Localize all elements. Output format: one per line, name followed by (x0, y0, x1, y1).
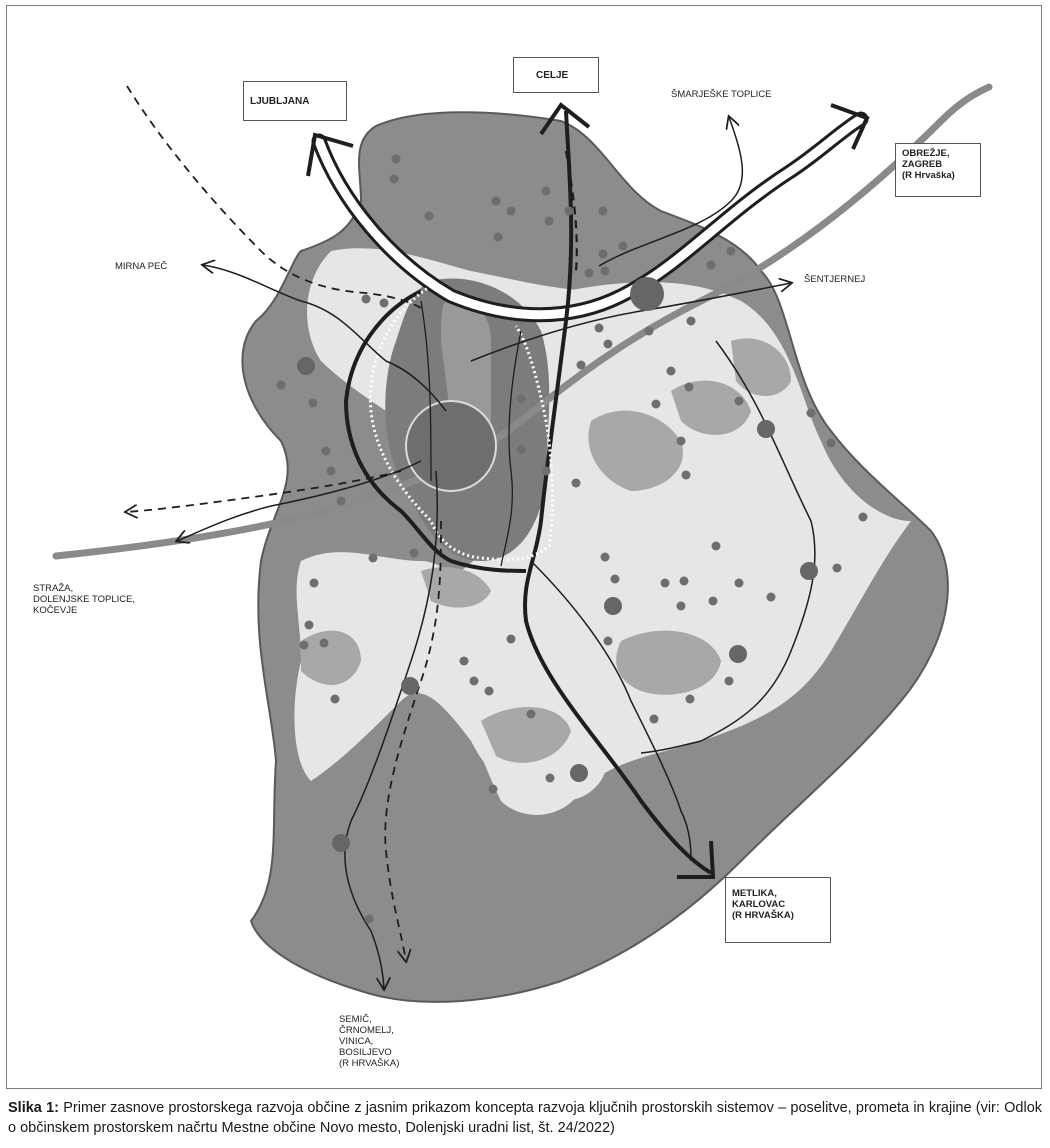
label-smarjeske-toplice: ŠMARJEŠKE TOPLICE (671, 89, 772, 100)
label-semic-line-1: SEMIČ, (339, 1014, 372, 1025)
settlement-dots (276, 154, 868, 924)
road-semic (344, 470, 438, 989)
main-road-arrow-south (677, 840, 716, 879)
label-mirna-pec: MIRNA PEČ (115, 261, 167, 272)
road-core-1 (420, 300, 432, 482)
label-mirna-pec-text: MIRNA PEČ (115, 261, 168, 272)
road-east-loop (640, 340, 816, 754)
spatial-concept-map (52, 83, 993, 1003)
label-obrezje-line-1: OBREŽJE, (902, 148, 950, 159)
label-ljubljana-text: LJUBLJANA (250, 96, 310, 107)
city-center (405, 400, 497, 492)
main-road-ns (523, 110, 713, 875)
patch-3 (731, 338, 791, 396)
lowland-zone-east (440, 282, 911, 815)
label-straza-line-3: KOČEVJE (33, 605, 78, 616)
motorway-inner (314, 114, 866, 320)
label-straza-line-2: DOLENJSKE TOPLICE, (33, 594, 136, 605)
larger-centres (297, 277, 818, 852)
label-straza-line-1: STRAŽA, (33, 583, 74, 594)
label-obrezje: OBREŽJE, ZAGREB (R Hrvaška) (895, 143, 981, 197)
label-straza: STRAŽA, DOLENJSKE TOPLICE, KOČEVJE (33, 583, 135, 616)
dashed-route-nw (126, 85, 427, 312)
label-semic-line-4: BOSILJEVO (339, 1047, 392, 1058)
label-metlika-line-3: (R HRVAŠKA) (732, 910, 794, 921)
label-sentjernej-text: ŠENTJERNEJ (804, 274, 866, 285)
label-celje-text: CELJE (536, 70, 569, 81)
patch-4 (616, 630, 721, 695)
figure-frame: LJUBLJANA CELJE OBREŽJE, ZAGREB (R Hrvaš… (6, 5, 1042, 1089)
road-core-2 (500, 330, 522, 567)
label-ljubljana: LJUBLJANA (243, 81, 347, 121)
road-mirna-pec (203, 265, 447, 412)
label-obrezje-line-2: ZAGREB (902, 159, 943, 170)
bypass-ring (343, 289, 527, 573)
road-straza (177, 460, 422, 541)
dashed-route-w (126, 470, 402, 512)
patch-1 (588, 410, 683, 491)
caption-text: Primer zasnove prostorskega razvoja obči… (8, 1100, 1043, 1136)
label-celje: CELJE (513, 57, 599, 93)
label-semic-line-3: VINICA, (339, 1036, 374, 1047)
motorway-arrow-west (306, 132, 354, 177)
road-south-branch (530, 560, 692, 862)
patch-2 (671, 380, 751, 435)
road-smarjeske (598, 117, 744, 267)
label-semic-line-2: ČRNOMELJ, (339, 1025, 394, 1036)
main-road-arrow-north (539, 102, 591, 136)
label-sentjernej: ŠENTJERNEJ (804, 274, 865, 285)
label-smarjeske-toplice-text: ŠMARJEŠKE TOPLICE (671, 89, 772, 100)
label-semic: SEMIČ, ČRNOMELJ, VINICA, BOSILJEVO (R HR… (339, 1014, 399, 1069)
label-metlika-line-2: KARLOVAC (732, 899, 786, 910)
patch-7 (481, 707, 571, 763)
caption-label: Slika 1: (8, 1100, 59, 1116)
figure-caption: Slika 1: Primer zasnove prostorskega raz… (8, 1098, 1042, 1138)
dashed-route-n (564, 150, 578, 272)
motorway-arrow-east (830, 103, 870, 150)
label-metlika-line-1: METLIKA, (732, 888, 777, 899)
label-metlika: METLIKA, KARLOVAC (R HRVAŠKA) (725, 877, 831, 943)
dashed-route-s (384, 520, 442, 961)
label-obrezje-line-3: (R Hrvaška) (902, 170, 955, 181)
patch-6 (301, 630, 361, 685)
dotted-ring (368, 284, 554, 562)
label-semic-line-5: (R HRVAŠKA) (339, 1058, 400, 1069)
